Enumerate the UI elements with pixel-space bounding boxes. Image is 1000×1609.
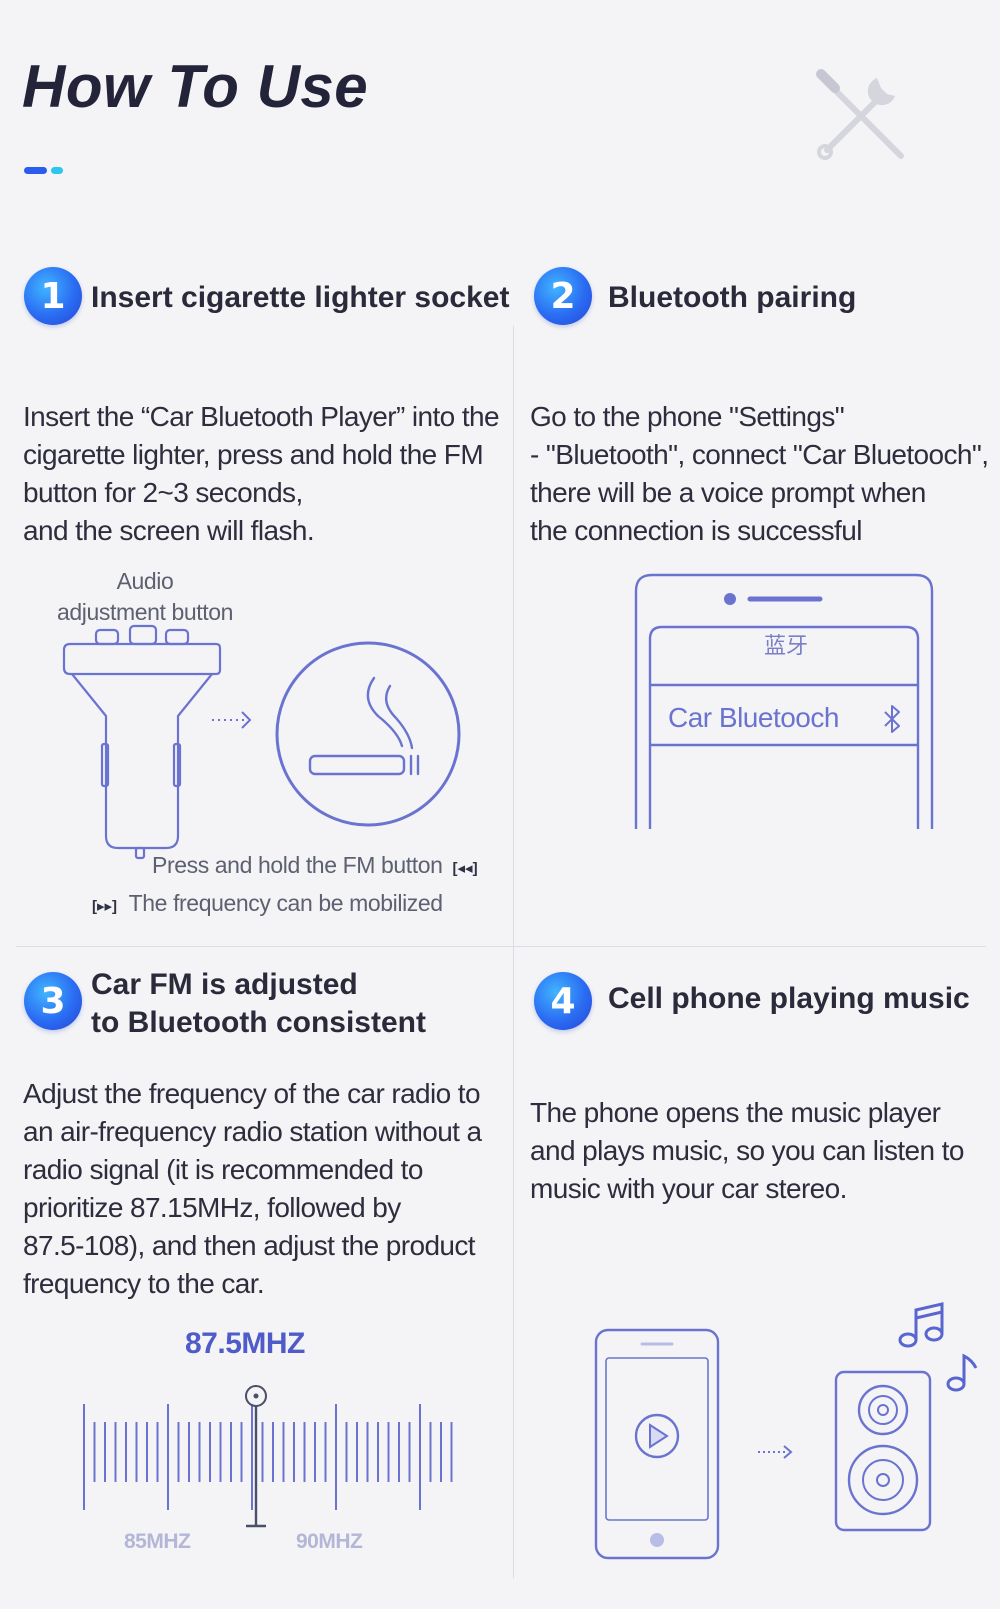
description-line: prioritize 87.15MHz, followed by (23, 1192, 401, 1223)
bluetooth-menu-title: 蓝牙 (763, 633, 808, 658)
description-line: cigarette lighter, press and hold the FM (23, 439, 484, 470)
description-line: music with your car stereo. (530, 1173, 847, 1204)
frequency-caption: [▸▸] The frequency can be mobilized (92, 890, 443, 917)
speaker-icon (834, 1370, 932, 1532)
step-number-badge: 3 (24, 972, 82, 1030)
step-title-line: Insert cigarette lighter socket (91, 281, 510, 314)
step-title-line: Car FM is adjusted (91, 968, 358, 1001)
step-title-line: Bluetooth pairing (608, 281, 857, 314)
car-charger-icon (62, 624, 222, 860)
music-phone-icon (594, 1328, 720, 1560)
scale-label-85: 85MHZ (124, 1530, 191, 1553)
description-line: an air-frequency radio station without a (23, 1116, 482, 1147)
step-number-badge: 4 (534, 972, 592, 1030)
step-description: Go to the phone "Settings" - "Bluetooth"… (530, 398, 989, 550)
press-caption: Press and hold the FM button (152, 852, 443, 878)
step-description: The phone opens the music player and pla… (530, 1094, 964, 1208)
step-title: Car FM is adjusted to Bluetooth consiste… (91, 966, 426, 1042)
description-line: Go to the phone "Settings" (530, 401, 845, 432)
title-accent-bar (24, 167, 63, 174)
description-line: Adjust the frequency of the car radio to (23, 1078, 481, 1109)
phone-icon (634, 573, 934, 829)
column-divider-bottom (513, 946, 514, 1578)
step-number-badge: 1 (24, 267, 82, 325)
fm-button-symbol: [◂◂] (452, 860, 478, 877)
audio-label-line: adjustment button (56, 599, 234, 625)
step-title-line: to Bluetooth consistent (91, 1006, 426, 1039)
description-line: and plays music, so you can listen to (530, 1135, 964, 1166)
step-title: Cell phone playing music (608, 980, 970, 1018)
column-divider-top (513, 326, 514, 946)
description-line: radio signal (it is recommended to (23, 1154, 423, 1185)
step-number-badge: 2 (534, 267, 592, 325)
cigarette-icon (275, 641, 461, 827)
current-frequency: 87.5MHZ (185, 1327, 305, 1360)
bluetooth-icon (884, 705, 900, 733)
audio-button-label: Audio adjustment button (40, 566, 250, 628)
music-note-icon (898, 1302, 944, 1348)
play-icon[interactable] (634, 1413, 680, 1459)
frequency-scale (83, 1385, 453, 1528)
description-line: 87.5-108), and then adjust the product (23, 1230, 476, 1261)
frequency-symbol: [▸▸] (92, 898, 118, 915)
description-line: The phone opens the music player (530, 1097, 941, 1128)
description-line: Insert the “Car Bluetooth Player” into t… (23, 401, 500, 432)
row-divider (16, 946, 986, 947)
bluetooth-device-name: Car Bluetooch (668, 702, 839, 733)
fm-button-caption: Press and hold the FM button [◂◂] (152, 852, 478, 879)
description-line: the connection is successful (530, 515, 862, 546)
step-title: Bluetooth pairing (608, 279, 856, 317)
description-line: there will be a voice prompt when (530, 477, 926, 508)
insert-arrow-icon (212, 711, 252, 729)
step-description: Insert the “Car Bluetooth Player” into t… (23, 398, 500, 550)
music-note-icon (946, 1353, 978, 1392)
description-line: and the screen will flash. (23, 515, 315, 546)
description-line: - "Bluetooth", connect "Car Bluetooch", (530, 439, 989, 470)
audio-label-line: Audio (116, 568, 174, 594)
step-title: Insert cigarette lighter socket (91, 279, 509, 317)
freq-caption: The frequency can be mobilized (128, 890, 443, 916)
tools-icon (816, 69, 904, 160)
description-line: button for 2~3 seconds, (23, 477, 303, 508)
page-title: How To Use (22, 53, 369, 120)
step-title-line: Cell phone playing music (608, 982, 970, 1015)
description-line: frequency to the car. (23, 1268, 265, 1299)
scale-label-90: 90MHZ (296, 1530, 363, 1553)
send-arrow-icon (758, 1445, 793, 1459)
step-description: Adjust the frequency of the car radio to… (23, 1075, 482, 1303)
